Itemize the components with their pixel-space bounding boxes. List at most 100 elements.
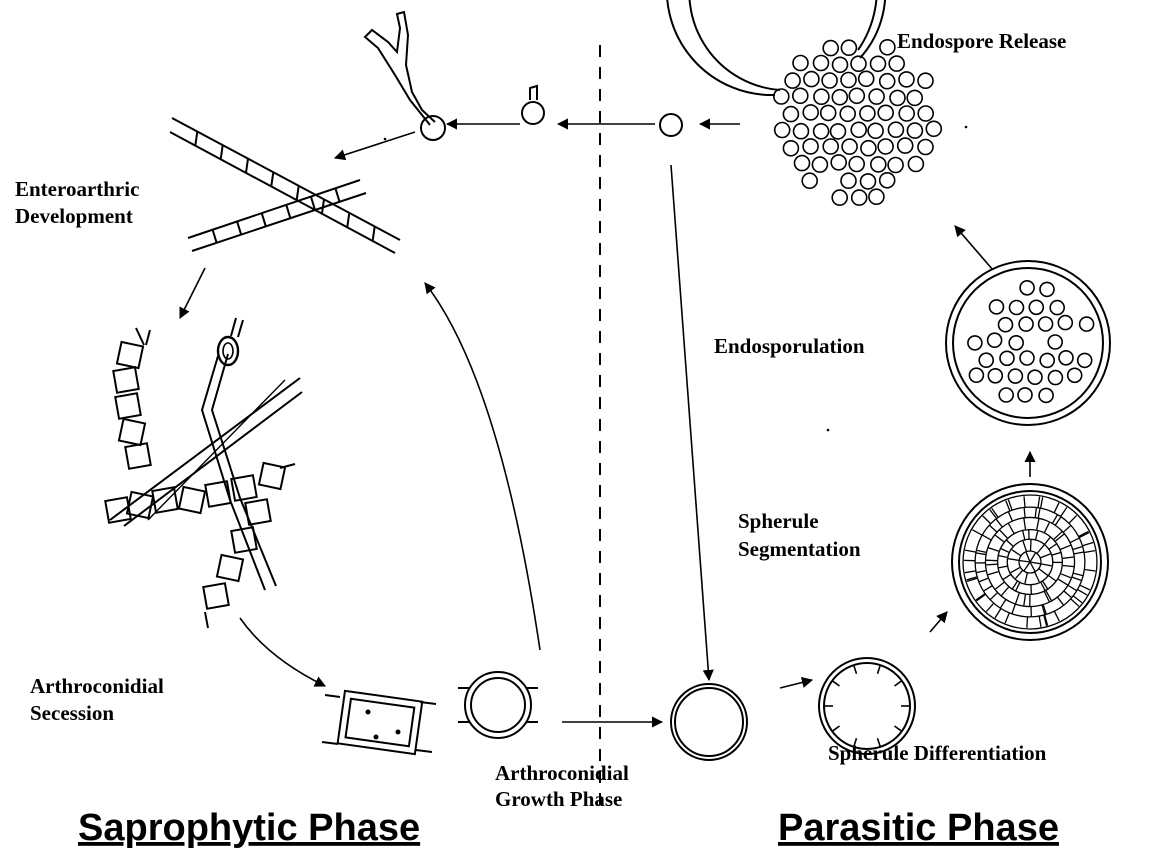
endospore <box>908 157 923 172</box>
arthroconidium-cell <box>115 393 140 418</box>
endospore <box>907 123 922 138</box>
arthroconidium-cell <box>119 419 145 445</box>
endospore <box>898 138 913 153</box>
endospore <box>1040 282 1054 296</box>
label-segmentation: Segmentation <box>738 537 861 561</box>
endospore <box>999 388 1013 402</box>
label-enteroarthric: Enteroarthric <box>15 177 139 201</box>
segmented-spherule <box>952 484 1108 640</box>
endospore <box>822 73 837 88</box>
endospore <box>969 368 983 382</box>
label-spherule-differentiation: Spherule Differentiation <box>828 741 1047 765</box>
label-arthroconidial-growth-1: Arthroconidial <box>495 761 629 785</box>
endospore <box>1068 368 1082 382</box>
endospore <box>871 157 886 172</box>
enteroarthric-hyphae <box>170 118 400 253</box>
endospore <box>1020 351 1034 365</box>
endospore <box>814 89 829 104</box>
endospore <box>1029 300 1043 314</box>
endospore <box>860 106 875 121</box>
rounded-arthroconidium <box>458 672 538 738</box>
endospore <box>814 124 829 139</box>
endospore <box>918 73 933 88</box>
label-arthroconidial-growth-2: Growth Phase <box>495 787 622 811</box>
endospore <box>1009 336 1023 350</box>
endospore <box>774 89 789 104</box>
endospore <box>880 74 895 89</box>
endospore <box>868 123 883 138</box>
endospore <box>795 156 810 171</box>
endospore <box>889 56 904 71</box>
differentiating-spherule <box>819 658 915 754</box>
endospore <box>783 107 798 122</box>
endospore <box>1040 353 1054 367</box>
endospore <box>1039 317 1053 331</box>
endospore <box>890 90 905 105</box>
label-arthroconidial-secession-2: Secession <box>30 701 114 725</box>
endospore <box>918 140 933 155</box>
endospore <box>840 106 855 121</box>
arthroconidium-cell <box>152 487 177 512</box>
endospore <box>1008 369 1022 383</box>
endospore <box>899 106 914 121</box>
endospore <box>1039 388 1053 402</box>
endospore <box>842 139 857 154</box>
arthroconidium-cell <box>113 367 138 392</box>
endospore <box>783 141 798 156</box>
endosporulating-spherule <box>946 261 1110 425</box>
free-arthroconidium <box>322 691 436 754</box>
endospore <box>988 333 1002 347</box>
endospore <box>878 105 893 120</box>
endospore <box>833 57 848 72</box>
endospore <box>990 300 1004 314</box>
label-spherule: Spherule <box>738 509 819 533</box>
endospore <box>849 157 864 172</box>
cycle-arrows <box>180 124 1030 722</box>
arthroconidial-chains <box>105 318 302 628</box>
single-endospore <box>660 114 682 136</box>
endospore <box>832 90 847 105</box>
arthroconidium-cell <box>245 499 270 524</box>
endospore <box>841 73 856 88</box>
label-endosporulation: Endosporulation <box>714 334 865 358</box>
arthroconidium-cell <box>125 443 150 468</box>
endospore <box>1048 335 1062 349</box>
endospore <box>793 88 808 103</box>
arthroconidium-cell <box>179 487 205 513</box>
endospore <box>888 122 903 137</box>
endospore <box>907 90 922 105</box>
endospore <box>803 105 818 120</box>
endospore <box>812 157 827 172</box>
endospore <box>880 40 895 55</box>
endospore <box>785 73 800 88</box>
endospore <box>823 139 838 154</box>
arthroconidium-cell <box>217 555 243 581</box>
label-development: Development <box>15 204 133 228</box>
endospore <box>1050 301 1064 315</box>
endospore <box>1018 388 1032 402</box>
label-saprophytic-phase: Saprophytic Phase <box>78 807 420 849</box>
endospore <box>841 173 856 188</box>
endospore <box>841 40 856 55</box>
endospore <box>802 173 817 188</box>
arthroconidium-cell <box>231 475 256 500</box>
endospore <box>1010 301 1024 315</box>
endospore <box>988 369 1002 383</box>
endospore <box>968 336 982 350</box>
endospore <box>851 122 866 137</box>
endospore <box>831 124 846 139</box>
endospore <box>1078 353 1092 367</box>
endospore <box>1020 281 1034 295</box>
endospore <box>804 72 819 87</box>
arthroconidium-cell <box>205 481 230 506</box>
endospore <box>899 72 914 87</box>
endospore <box>878 139 893 154</box>
endospore <box>832 190 847 205</box>
endospore <box>794 124 809 139</box>
endospore <box>851 56 866 71</box>
endospore <box>803 139 818 154</box>
endospore <box>821 105 836 120</box>
endospore <box>926 121 941 136</box>
endospore <box>880 173 895 188</box>
